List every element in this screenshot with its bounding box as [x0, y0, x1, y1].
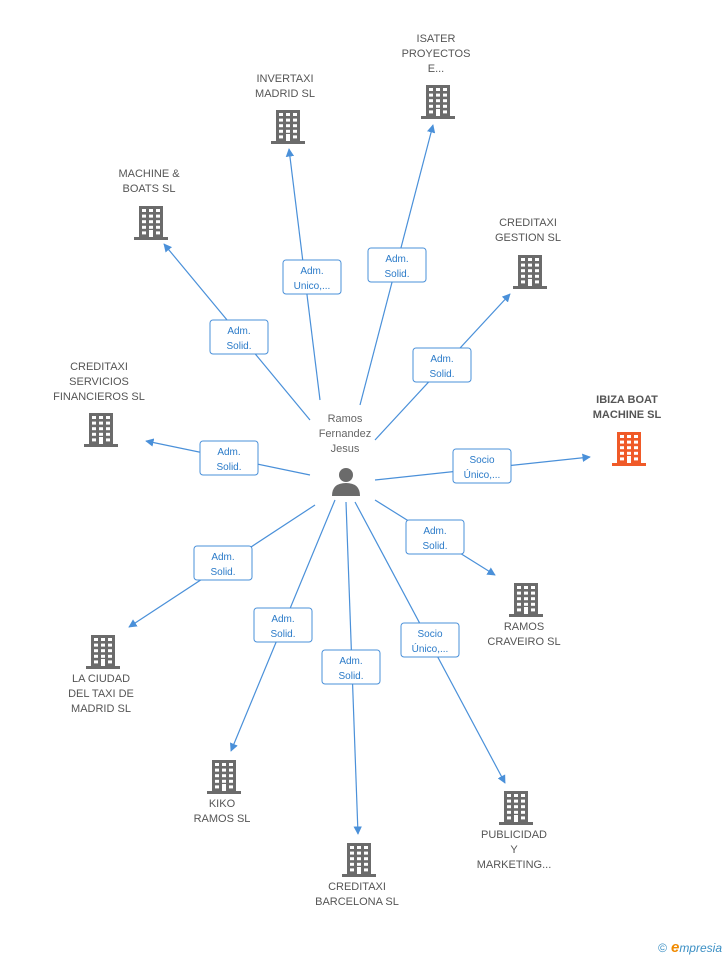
building-icon-machine-boats[interactable]	[134, 206, 168, 240]
role-badge-ramos-craveiro[interactable]: Adm.Solid.	[405, 519, 465, 555]
building-icon-creditaxi-gestion[interactable]	[513, 255, 547, 289]
svg-text:Adm.Solid.: Adm.Solid.	[422, 526, 447, 552]
person-icon[interactable]	[332, 468, 360, 496]
edges-layer: Adm.Unico,... Adm.Solid. Adm.Solid. Adm.Sol…	[128, 124, 591, 835]
building-icon-ciudad-taxi[interactable]	[86, 635, 120, 669]
svg-text:Adm.Solid.: Adm.Solid.	[338, 656, 363, 682]
copyright-symbol: ©	[658, 941, 667, 955]
svg-text:Adm.Solid.: Adm.Solid.	[226, 326, 251, 352]
role-badge-machine-boats[interactable]: Adm.Solid.	[209, 319, 269, 355]
role-badge-creditaxi-barcelona[interactable]: Adm.Solid.	[321, 649, 381, 685]
role-badge-creditaxi-servicios[interactable]: Adm.Solid.	[199, 440, 259, 476]
svg-text:Adm.Solid.: Adm.Solid.	[270, 614, 295, 640]
building-icon-ibiza-boat[interactable]	[612, 432, 646, 466]
svg-text:Adm.Solid.: Adm.Solid.	[429, 354, 454, 380]
svg-text:Adm.Solid.: Adm.Solid.	[384, 254, 409, 280]
svg-text:Adm.Unico,...: Adm.Unico,...	[294, 266, 331, 292]
role-badge-creditaxi-gestion[interactable]: Adm.Solid.	[412, 347, 472, 383]
building-icon-kiko-ramos[interactable]	[207, 760, 241, 794]
role-badge-isater[interactable]: Adm.Solid.	[367, 247, 427, 283]
building-icon-publicidad[interactable]	[499, 791, 533, 825]
building-icon-creditaxi-servicios[interactable]	[84, 413, 118, 447]
company-label-machine-boats[interactable]: MACHINE &BOATS SL	[118, 168, 180, 195]
svg-text:Adm.Solid.: Adm.Solid.	[210, 552, 235, 578]
svg-text:Adm.Solid.: Adm.Solid.	[216, 447, 241, 473]
brand-name: mpresia	[679, 941, 722, 955]
role-badge-kiko-ramos[interactable]: Adm.Solid.	[253, 607, 313, 643]
building-icon-invertaxi[interactable]	[271, 110, 305, 144]
building-icon-creditaxi-barcelona[interactable]	[342, 843, 376, 877]
brand-initial: e	[670, 939, 680, 956]
brand-watermark: ©empresia	[658, 939, 722, 956]
role-badge-invertaxi[interactable]: Adm.Unico,...	[282, 259, 342, 295]
role-badge-ciudad-taxi[interactable]: Adm.Solid.	[193, 545, 253, 581]
building-icon-isater[interactable]	[421, 85, 455, 119]
building-icon-ramos-craveiro[interactable]	[509, 583, 543, 617]
